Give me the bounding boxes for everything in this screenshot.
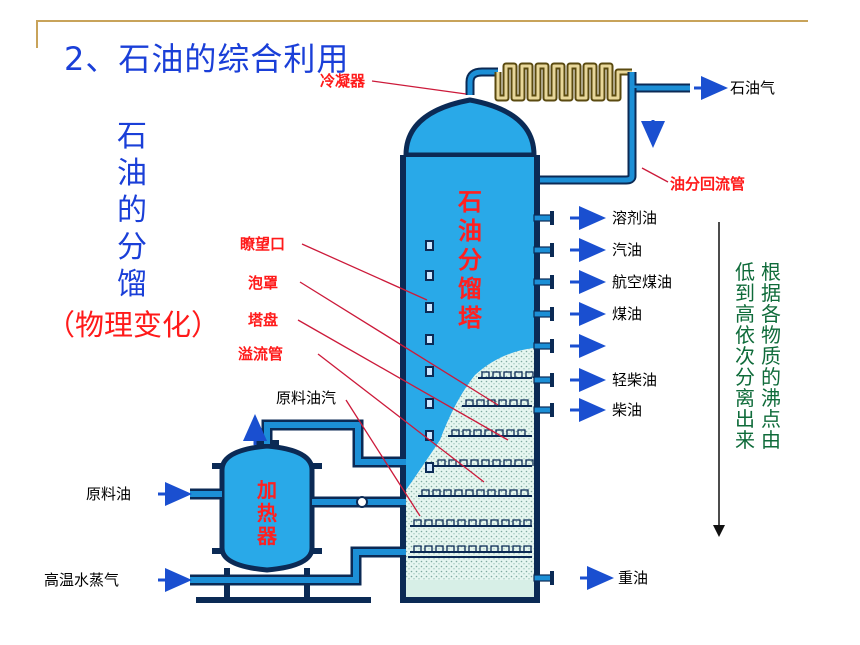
outlet-pipe <box>533 214 553 222</box>
outlet-pipe <box>533 342 553 350</box>
principle-char: 出 <box>735 407 755 431</box>
jet-fuel-label: 航空煤油 <box>612 273 672 291</box>
side-title-char: 馏 <box>117 267 147 302</box>
slide-top-rule <box>36 20 808 22</box>
tray-label: 塔盘 <box>248 311 278 329</box>
principle-char: 根 <box>761 260 781 284</box>
product-arrows <box>570 76 728 590</box>
heavy-oil-label: 重油 <box>618 569 648 587</box>
feed-pipes <box>158 414 406 592</box>
outlet-pipe <box>533 310 553 318</box>
sight-glasses <box>425 240 434 473</box>
petroleum-gas-label: 石油气 <box>730 79 775 97</box>
steam-label: 高温水蒸气 <box>44 571 119 589</box>
condenser-label: 冷凝器 <box>320 72 366 90</box>
principle-char: 到 <box>735 281 755 305</box>
bubble-cap-label: 泡罩 <box>248 274 278 292</box>
tower-trays <box>410 371 534 553</box>
diesel-label: 柴油 <box>612 401 642 419</box>
side-title-char: 石 <box>117 119 147 154</box>
change-note: （物理变化） <box>46 308 221 342</box>
side-title-char: 的 <box>117 193 147 228</box>
slide-left-rule <box>36 20 38 48</box>
principle-char: 沸 <box>761 386 781 410</box>
overflow-pipe-label: 溢流管 <box>238 345 283 363</box>
page-title: 2、石油的综合利用 <box>64 40 350 78</box>
gasoline-label: 汽油 <box>612 241 642 259</box>
principle-char: 低 <box>735 260 755 284</box>
sight-glass-label: 瞭望口 <box>240 235 285 253</box>
pointer-lines <box>297 80 669 517</box>
principle-char: 由 <box>761 428 781 452</box>
tower-label: 石 <box>457 188 482 216</box>
outlet-pipe <box>533 246 553 254</box>
principle-char: 分 <box>735 365 755 389</box>
outlet-pipe <box>533 574 553 582</box>
heater-label: 热 <box>257 501 277 525</box>
tower-label: 分 <box>458 246 482 274</box>
principle-char: 质 <box>761 344 781 368</box>
side-title: 石 油 的 分 馏 <box>112 118 152 303</box>
tower-label: 油 <box>458 217 482 245</box>
light-diesel-label: 轻柴油 <box>612 371 657 389</box>
principle-char: 来 <box>735 428 755 452</box>
tower-label: 塔 <box>458 304 483 332</box>
principle-char: 物 <box>761 323 781 347</box>
side-title-char: 油 <box>117 156 147 191</box>
principle-col2: 低 到 高 依 次 分 离 出 来 <box>732 262 758 451</box>
outlet-pipe <box>533 376 553 384</box>
principle-char: 离 <box>735 386 755 410</box>
principle-char: 次 <box>735 344 755 368</box>
principle-char: 据 <box>761 281 781 305</box>
crude-oil-label: 原料油 <box>86 485 131 503</box>
principle-char: 高 <box>735 302 755 326</box>
heater-label: 加 <box>256 478 277 502</box>
principle-char: 点 <box>761 407 781 431</box>
solvent-oil-label: 溶剂油 <box>612 209 657 227</box>
feed-vapor-label: 原料油汽 <box>276 389 336 407</box>
side-outlets <box>533 211 554 585</box>
condenser-coil <box>465 62 632 102</box>
principle-char: 各 <box>761 302 781 326</box>
side-title-char: 分 <box>117 230 147 265</box>
principle-char: 的 <box>761 365 781 389</box>
outlet-pipe <box>533 278 553 286</box>
kerosene-label: 煤油 <box>612 305 642 323</box>
outlet-pipe <box>533 406 553 414</box>
reflux-pipe <box>532 72 690 185</box>
heater-label: 器 <box>256 524 278 548</box>
tower-label: 馏 <box>458 275 482 303</box>
fractionating-tower: 石 油 分 馏 塔 <box>400 97 540 603</box>
principle-char: 依 <box>735 323 755 347</box>
principle-col1: 根 据 各 物 质 的 沸 点 由 <box>758 262 784 451</box>
reflux-pipe-label: 油分回流管 <box>670 175 745 193</box>
